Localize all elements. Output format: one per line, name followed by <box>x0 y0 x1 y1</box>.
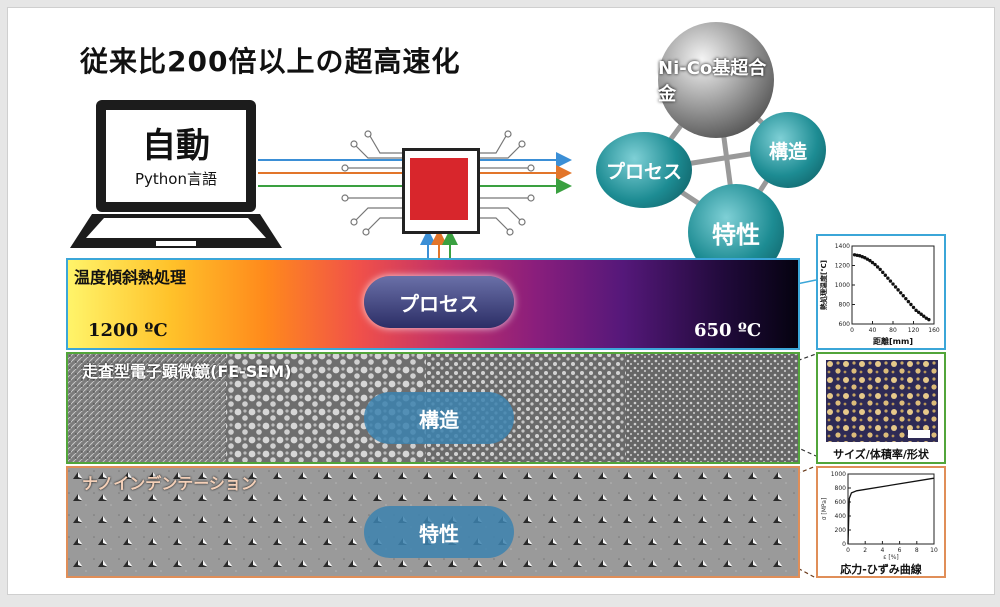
data-point <box>860 255 864 259</box>
y-tick-label: 0 <box>842 541 846 548</box>
data-point <box>857 254 862 258</box>
sem-micrograph <box>68 354 798 462</box>
data-point <box>883 273 888 277</box>
process-band-label: 温度傾斜熱処理 <box>74 268 187 287</box>
property-pill: 特性 <box>364 506 514 558</box>
x-tick-label: 6 <box>898 547 902 554</box>
data-point <box>893 285 898 289</box>
x-tick-label: 2 <box>863 547 867 554</box>
data-point <box>901 294 905 298</box>
structure-band <box>66 352 800 464</box>
sphere-property-label: 特性 <box>712 220 760 249</box>
y-axis-label: σ [MPa] <box>821 498 828 521</box>
x-tick-label: 80 <box>889 327 897 334</box>
data-point <box>914 308 918 313</box>
stress-strain-panel: 0 2 4 6 8 10 0 200 400 600 800 1000 ε [%] σ [MPa] 応力-… <box>816 466 946 578</box>
x-tick-label: 40 <box>869 327 877 334</box>
laptop-label: 自動 <box>142 126 210 166</box>
data-point <box>852 253 857 257</box>
sphere-structure: 構造 <box>750 112 826 188</box>
plot-frame <box>847 473 935 545</box>
sphere-structure-label: 構造 <box>768 140 807 163</box>
chip-core <box>410 158 468 220</box>
data-point <box>881 270 885 275</box>
temperature-chart: 0 40 80 120 160 600 800 1000 1200 1400 距離[mm] 熱処理温度… <box>819 243 940 346</box>
process-pill: プロセス <box>364 276 514 328</box>
data-point <box>904 296 908 301</box>
laptop-keyboard-icon <box>70 214 282 248</box>
x-axis-label: ε [%] <box>883 554 899 560</box>
x-tick-label: 0 <box>846 547 850 554</box>
y-tick-label: 200 <box>835 527 847 534</box>
data-point <box>906 299 911 304</box>
data-point <box>898 291 903 295</box>
y-tick-label: 800 <box>839 302 851 309</box>
data-point <box>875 265 880 269</box>
data-point <box>924 316 929 320</box>
x-tick-label: 120 <box>908 327 920 334</box>
data-point <box>896 288 900 292</box>
x-tick-label: 160 <box>928 327 940 334</box>
x-axis-label: 距離[mm] <box>873 336 913 346</box>
data-point <box>873 262 877 267</box>
sphere-superalloy: Ni-Co基超合金 <box>658 22 774 138</box>
data-point <box>916 310 921 314</box>
sphere-superalloy-label: Ni-Co基超合金 <box>658 58 767 105</box>
data-point <box>878 267 882 272</box>
temp-left: 1200 ºC <box>88 320 168 341</box>
stress-strain-chart: 0 2 4 6 8 10 0 200 400 600 800 1000 ε [%] σ [MPa] <box>821 471 938 561</box>
laptop-sublabel: Python言語 <box>135 170 217 188</box>
y-tick-label: 600 <box>839 321 851 328</box>
laptop-display <box>106 110 246 202</box>
y-axis-label: 熱処理温度[℃] <box>819 260 828 310</box>
data-point <box>891 282 895 286</box>
microstructure-image <box>826 360 938 442</box>
data-point <box>868 258 872 263</box>
microstructure-panel: サイズ/体積率/形状 <box>816 352 946 464</box>
y-tick-label: 1000 <box>831 471 846 478</box>
stress-strain-curve <box>847 477 935 545</box>
y-tick-label: 400 <box>835 513 847 520</box>
data-point <box>922 314 926 318</box>
data-point <box>911 305 916 310</box>
data-point <box>909 302 913 307</box>
y-tick-label: 800 <box>835 485 847 492</box>
x-tick-label: 4 <box>880 547 884 554</box>
data-point <box>927 317 931 322</box>
y-tick-label: 600 <box>835 499 847 506</box>
stress-strain-caption: 応力-ひずみ曲線 <box>840 563 922 576</box>
data-point <box>863 256 867 260</box>
data-point <box>886 276 890 280</box>
sphere-process-label: プロセス <box>605 160 682 183</box>
temp-right: 650 ºC <box>694 320 762 341</box>
data-point <box>870 260 875 265</box>
y-tick-label: 1200 <box>835 263 850 270</box>
data-point <box>865 257 870 261</box>
structure-band-label: 走査型電子顕微鏡(FE-SEM) <box>82 362 292 381</box>
y-tick-label: 1000 <box>835 282 850 289</box>
property-band-label: ナノインデンテーション <box>82 474 257 493</box>
sphere-process: プロセス <box>596 132 692 208</box>
temperature-chart-panel: 0 40 80 120 160 600 800 1000 1200 1400 距離[mm] 熱処理温度… <box>816 234 946 350</box>
data-point <box>919 312 923 316</box>
structure-pill: 構造 <box>364 392 514 444</box>
x-tick-label: 10 <box>930 547 938 554</box>
x-tick-label: 8 <box>915 547 919 554</box>
x-tick-label: 0 <box>850 327 854 334</box>
microstructure-caption: サイズ/体積率/形状 <box>833 448 929 461</box>
slide: 従来比200倍以上の超高速化 自動 Python言語 <box>7 7 995 595</box>
data-point <box>888 279 893 283</box>
slide-title: 従来比200倍以上の超高速化 <box>80 45 461 78</box>
y-tick-label: 1400 <box>835 243 850 250</box>
data-point <box>855 253 859 257</box>
